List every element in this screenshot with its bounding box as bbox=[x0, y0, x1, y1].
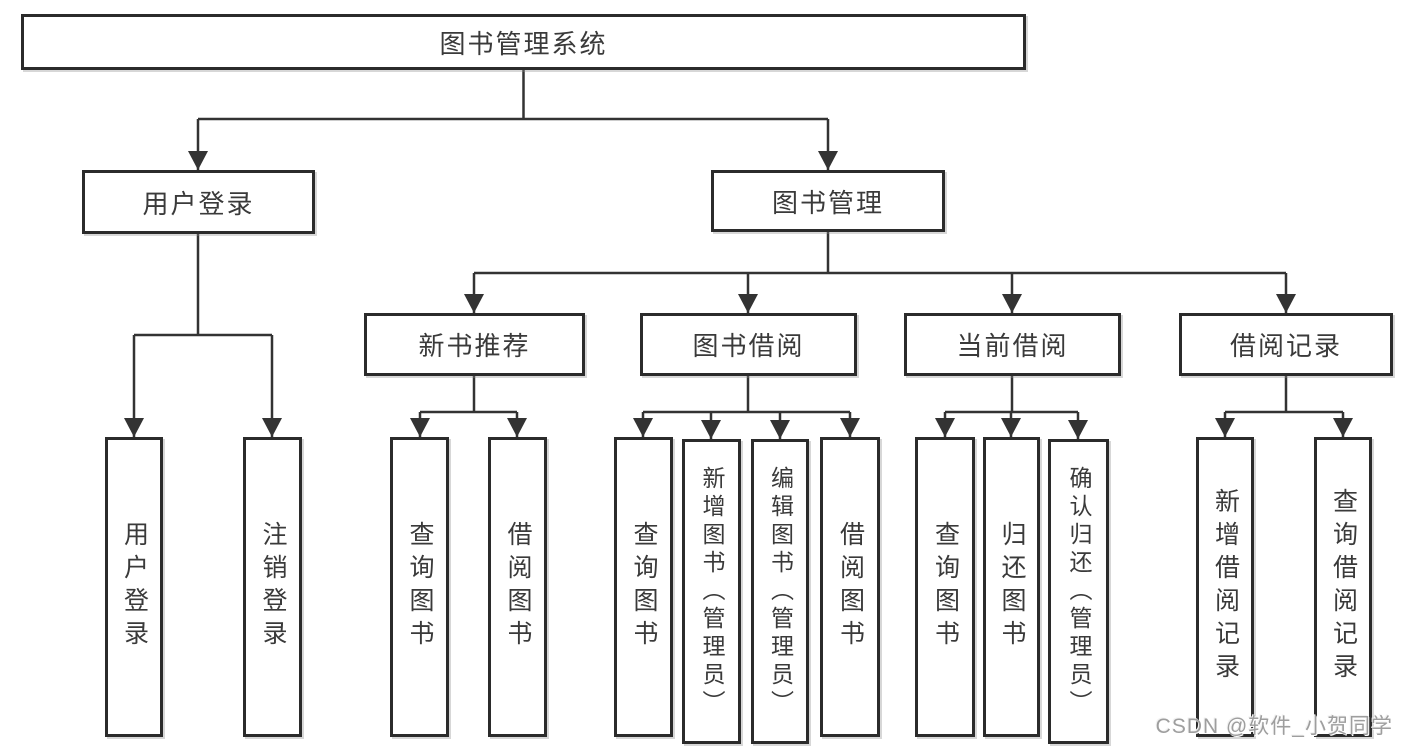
leaf-query-books-3: 查询图书 bbox=[915, 437, 975, 737]
leaf-borrow-books-2-label: 借阅图书 bbox=[836, 521, 865, 653]
node-current-borrow: 当前借阅 bbox=[904, 313, 1121, 376]
node-library-management-system: 图书管理系统 bbox=[21, 14, 1026, 70]
leaf-query-books-3-label: 查询图书 bbox=[931, 521, 960, 653]
leaf-query-books-1: 查询图书 bbox=[390, 437, 449, 737]
node-book-borrow: 图书借阅 bbox=[640, 313, 857, 376]
leaf-user-login-label: 用户登录 bbox=[120, 521, 149, 653]
leaf-borrow-books-1-label: 借阅图书 bbox=[504, 521, 532, 653]
leaf-return-book-label: 归还图书 bbox=[998, 521, 1026, 653]
node-borrow-record: 借阅记录 bbox=[1179, 313, 1393, 376]
leaf-query-books-2-label: 查询图书 bbox=[630, 521, 658, 653]
leaf-edit-book-admin-label: 编辑图书（管理员） bbox=[767, 465, 794, 718]
leaf-confirm-return-admin: 确认归还（管理员） bbox=[1048, 439, 1109, 744]
watermark-text: CSDN @软件_小贺同学 bbox=[1155, 715, 1393, 738]
leaf-logout-label: 注销登录 bbox=[259, 521, 287, 653]
node-book-management: 图书管理 bbox=[711, 170, 945, 232]
node-user-login: 用户登录 bbox=[82, 170, 315, 234]
leaf-add-book-admin-label: 新增图书（管理员） bbox=[699, 465, 725, 718]
leaf-borrow-books-2: 借阅图书 bbox=[820, 437, 880, 737]
leaf-user-login: 用户登录 bbox=[105, 437, 163, 737]
node-new-book-recommend: 新书推荐 bbox=[364, 313, 585, 376]
leaf-query-books-2: 查询图书 bbox=[614, 437, 673, 737]
leaf-query-borrow-record: 查询借阅记录 bbox=[1314, 437, 1372, 737]
leaf-edit-book-admin: 编辑图书（管理员） bbox=[751, 439, 809, 744]
leaf-add-borrow-record-label: 新增借阅记录 bbox=[1211, 488, 1240, 686]
leaf-add-book-admin: 新增图书（管理员） bbox=[682, 439, 741, 744]
leaf-return-book: 归还图书 bbox=[983, 437, 1040, 737]
leaf-query-borrow-record-label: 查询借阅记录 bbox=[1329, 488, 1358, 686]
leaf-borrow-books-1: 借阅图书 bbox=[488, 437, 547, 737]
leaf-logout: 注销登录 bbox=[243, 437, 302, 737]
leaf-query-books-1-label: 查询图书 bbox=[406, 521, 434, 653]
leaf-add-borrow-record: 新增借阅记录 bbox=[1196, 437, 1254, 737]
leaf-confirm-return-admin-label: 确认归还（管理员） bbox=[1066, 465, 1092, 718]
